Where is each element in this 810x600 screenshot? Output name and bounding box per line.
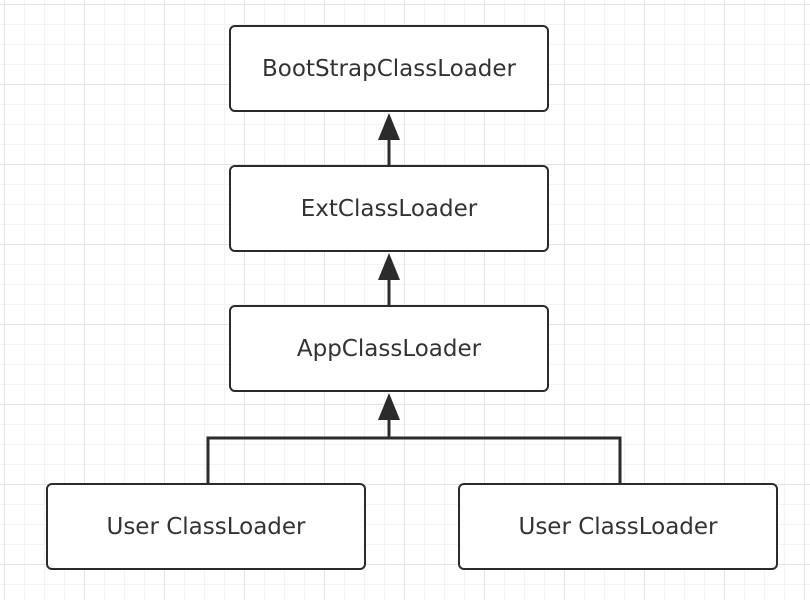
user-classloader-node-left[interactable]: User ClassLoader [46, 483, 366, 570]
edge-user-1-to-app [206, 436, 389, 483]
arrowhead-ext [378, 253, 400, 280]
ext-classloader-node[interactable]: ExtClassLoader [229, 165, 549, 252]
node-label: AppClassLoader [296, 335, 482, 362]
user-classloader-node-right[interactable]: User ClassLoader [458, 483, 778, 570]
arrowhead-app [378, 393, 400, 420]
arrowhead-bootstrap [378, 113, 400, 140]
node-label: User ClassLoader [518, 513, 718, 540]
app-classloader-node[interactable]: AppClassLoader [229, 305, 549, 392]
node-label: User ClassLoader [106, 513, 306, 540]
edge-user-2-to-app [389, 436, 622, 483]
bootstrap-classloader-node[interactable]: BootStrapClassLoader [229, 25, 549, 112]
node-label: BootStrapClassLoader [262, 55, 516, 82]
node-label: ExtClassLoader [300, 195, 478, 222]
